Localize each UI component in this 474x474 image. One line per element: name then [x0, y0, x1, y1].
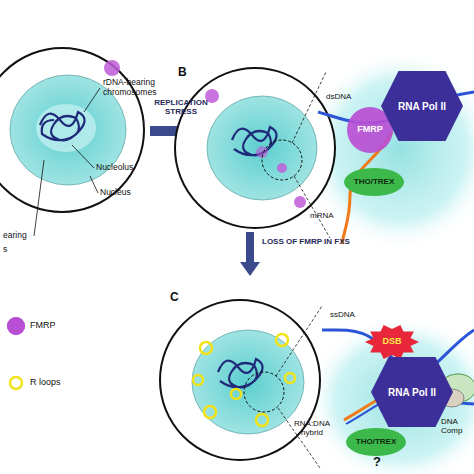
- zoom-glow: [307, 315, 474, 474]
- complex-label: DNA Comp: [441, 418, 472, 436]
- node-label: THO/TREX: [354, 178, 394, 187]
- question-mark: ?: [373, 455, 381, 470]
- strand-label: ssDNA: [330, 311, 355, 320]
- panel-letter: B: [178, 66, 187, 79]
- block-arrow: [240, 232, 260, 276]
- structure-label: Nucleolus: [96, 163, 133, 173]
- node-label: RNA Pol II: [398, 101, 446, 112]
- structure-label: Nucleus: [100, 188, 131, 198]
- fmrp-swatch-shape: [7, 317, 25, 335]
- cell: [0, 48, 144, 212]
- chromosomes: [40, 112, 85, 140]
- step-label: REPLICATION STRESS: [146, 99, 216, 117]
- cropped-label: earing: [3, 231, 27, 241]
- node-label: DSB: [382, 337, 401, 347]
- fmrp-granule: [104, 60, 120, 76]
- cell: [160, 300, 320, 460]
- legend-swatch: [6, 316, 26, 336]
- strand-label: dsDNA: [326, 93, 351, 102]
- tho-trex-ellipse: THO/TREX: [343, 167, 405, 197]
- step-label: LOSS OF FMRP IN FXS: [262, 238, 350, 247]
- dsb-star: DSB: [364, 323, 420, 361]
- structure-label: rDNA-bearing chromosomes: [103, 78, 175, 97]
- cell: [175, 68, 335, 228]
- legend-label: FMRP: [30, 320, 56, 330]
- panel-letter: C: [170, 291, 179, 304]
- rna-pol-hexagon: RNA Pol II: [380, 70, 464, 142]
- strand-label: RNA:DNA hybrid: [284, 420, 340, 438]
- node-label: RNA Pol II: [388, 387, 436, 398]
- legend-label: R loops: [30, 377, 61, 387]
- legend-swatch: [6, 373, 26, 393]
- tho-trex-ellipse: THO/TREX: [345, 427, 407, 457]
- nucleolus: [36, 104, 96, 152]
- r-loop: [193, 334, 295, 426]
- strand-label: mRNA: [310, 212, 334, 221]
- cropped-label: s: [3, 245, 7, 255]
- node-label: THO/TREX: [356, 438, 396, 447]
- node-label: FMRP: [357, 125, 383, 135]
